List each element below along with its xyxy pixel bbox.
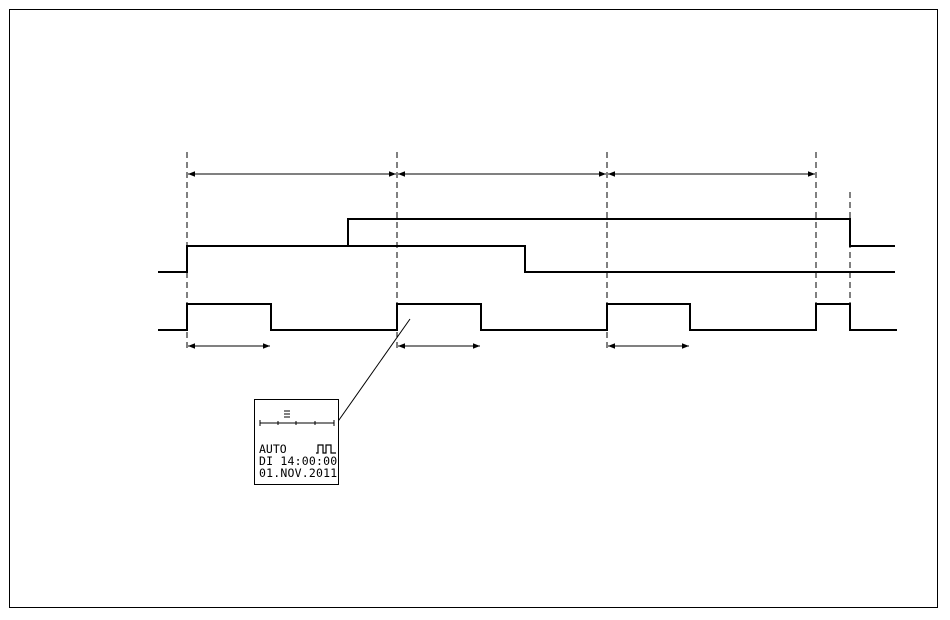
date-line: 01.NOV.2011 <box>259 467 337 479</box>
signal-upper <box>348 219 895 246</box>
signal-middle <box>158 246 895 272</box>
reference-lines <box>187 152 850 350</box>
signal-pulses <box>158 304 897 330</box>
menu-lines-icon <box>259 408 335 428</box>
callout-leader <box>327 319 410 437</box>
lcd-display: AUTO DI 14:00:00 01.NOV.2011 <box>254 399 339 485</box>
signal-traces <box>158 219 897 330</box>
pulse-icon <box>316 444 336 454</box>
